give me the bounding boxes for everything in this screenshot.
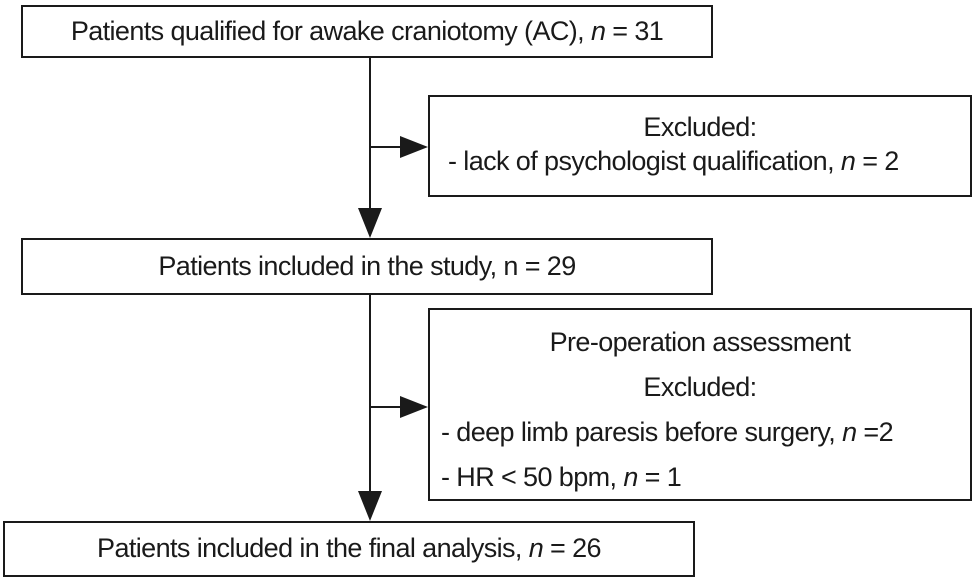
qualified-patients-box: Patients qualified for awake craniotomy … (21, 5, 713, 58)
excluded-heading: Excluded: (643, 372, 757, 402)
n-label: n (623, 462, 638, 492)
pre-operation-title: Pre-operation assessment (549, 327, 851, 357)
arrow-right-to-excluded-1 (400, 136, 428, 158)
n-label: n (840, 145, 856, 176)
included-text: Patients included in the study, n = 29 (158, 250, 576, 281)
n-label: n (842, 417, 857, 447)
arrow-down-to-final (358, 491, 382, 521)
n-label: n (528, 533, 544, 564)
excluded-psychologist-box: Excluded: - lack of psychologist qualifi… (428, 95, 972, 197)
included-study-box: Patients included in the study, n = 29 (21, 238, 713, 295)
n-label: n (590, 15, 606, 46)
pre-operation-excluded-box: Pre-operation assessment Excluded: - dee… (428, 308, 972, 501)
excluded-heading: Excluded: (643, 112, 757, 142)
final-text: Patients included in the final analysis,… (97, 533, 602, 564)
qualified-text: Patients qualified for awake craniotomy … (70, 15, 664, 46)
exclusion-item-hr: - HR < 50 bpm, n = 1 (441, 462, 682, 492)
exclusion-item-paresis: - deep limb paresis before surgery, n =2 (441, 417, 894, 447)
arrow-down-to-included (358, 208, 382, 238)
exclusion-item: - lack of psychologist qualification, n … (448, 145, 899, 176)
arrow-right-to-excluded-2 (400, 396, 428, 418)
final-analysis-box: Patients included in the final analysis,… (3, 521, 695, 577)
